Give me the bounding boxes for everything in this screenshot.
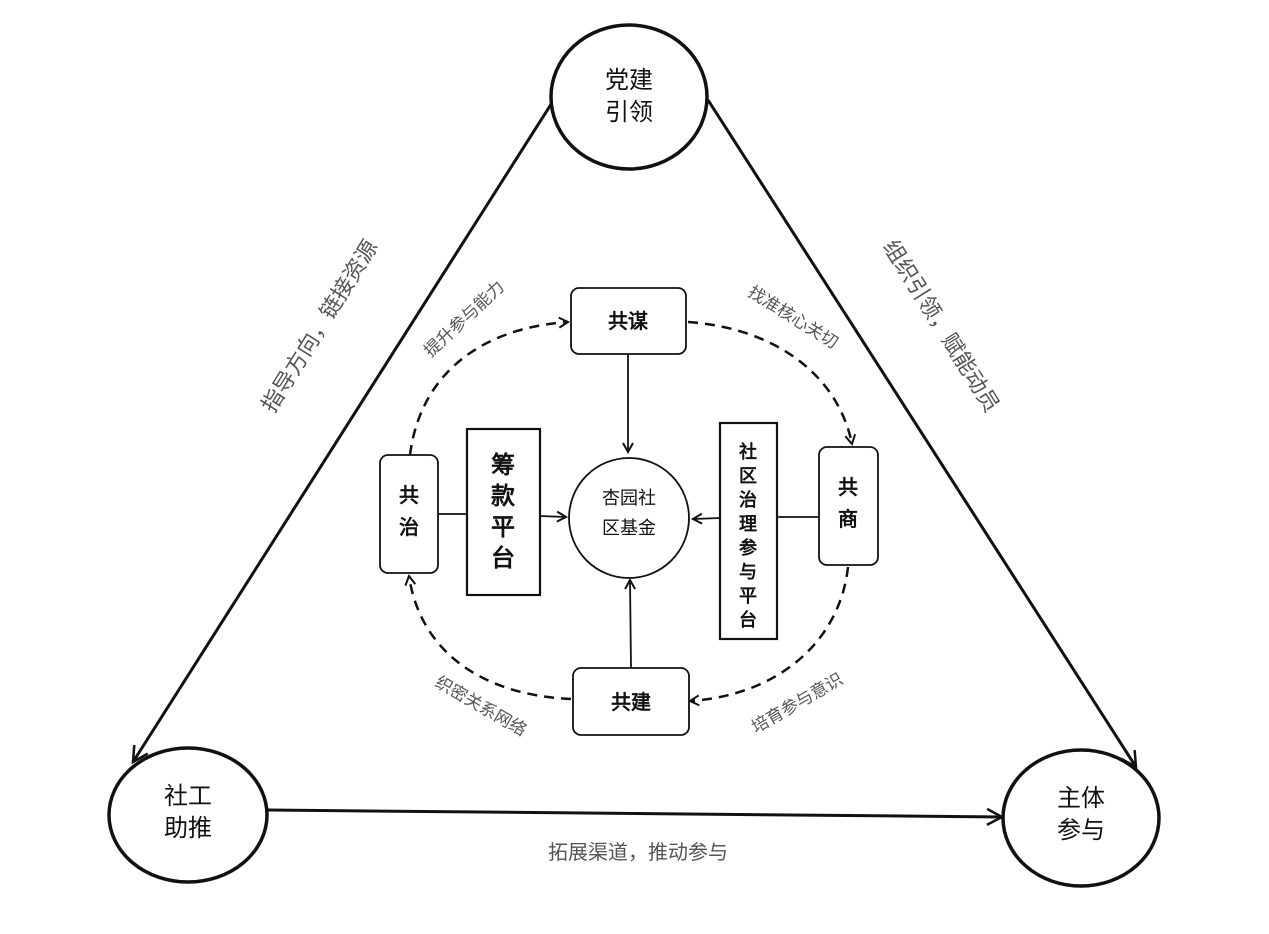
link-chou-to-center bbox=[539, 516, 566, 517]
governance-char8: 台 bbox=[739, 609, 757, 631]
link-jian-to-center bbox=[630, 580, 631, 669]
fundraising-char3: 平 bbox=[491, 513, 515, 541]
arc-label-bottom-left: 织密关系网络 bbox=[431, 673, 529, 741]
edge-label-right: 组织引领，赋能动员 bbox=[877, 236, 1003, 417]
node-gong-zhi: 共 治 bbox=[379, 454, 439, 574]
arc-zhi-to-mou bbox=[408, 322, 568, 456]
arc-shang-to-jian bbox=[690, 566, 850, 701]
node-gong-mou-label: 共谋 bbox=[608, 309, 649, 333]
edge-top-to-right bbox=[706, 99, 1138, 770]
governance-char1: 社 bbox=[739, 441, 757, 463]
node-community-fund: 杏园社 区基金 bbox=[568, 457, 690, 579]
node-subject-line2: 参与 bbox=[1057, 816, 1105, 844]
node-governance-platform: 社 区 治 理 参 与 平 台 bbox=[718, 421, 779, 641]
node-gong-shang-char1: 共 bbox=[838, 475, 858, 499]
arc-mou-to-shang bbox=[687, 320, 852, 444]
node-gong-zhi-char2: 治 bbox=[399, 515, 419, 539]
governance-char2: 区 bbox=[739, 466, 757, 487]
edge-left-to-right bbox=[267, 807, 1005, 826]
governance-char4: 理 bbox=[739, 514, 757, 535]
fundraising-char4: 台 bbox=[491, 544, 515, 572]
node-social-work-line2: 助推 bbox=[164, 814, 212, 842]
node-social-work: 社工 助推 bbox=[107, 746, 269, 884]
arc-label-bottom-right: 培育参与意识 bbox=[748, 670, 846, 738]
node-fundraising-platform: 筹 款 平 台 bbox=[465, 427, 542, 597]
node-gong-mou: 共谋 bbox=[570, 287, 687, 355]
governance-char3: 治 bbox=[739, 489, 757, 511]
governance-char6: 与 bbox=[739, 562, 757, 583]
fundraising-char1: 筹 bbox=[491, 451, 515, 479]
node-party-lead-line1: 党建 bbox=[605, 66, 653, 94]
node-gong-shang: 共 商 bbox=[818, 446, 879, 566]
governance-char7: 平 bbox=[739, 586, 757, 607]
arc-jian-to-zhi bbox=[409, 576, 572, 701]
node-subject-line1: 主体 bbox=[1057, 784, 1105, 812]
node-gong-jian: 共建 bbox=[572, 667, 690, 736]
node-party-lead-line2: 引领 bbox=[605, 98, 653, 126]
node-party-lead: 党建 引领 bbox=[549, 23, 709, 171]
edge-label-left: 指导方向，链接资源 bbox=[257, 236, 383, 417]
node-community-fund-line1: 杏园社 bbox=[602, 488, 656, 509]
node-community-fund-line2: 区基金 bbox=[602, 518, 656, 539]
node-social-work-line1: 社工 bbox=[164, 782, 212, 810]
node-gong-zhi-char1: 共 bbox=[399, 483, 419, 507]
node-gong-shang-char2: 商 bbox=[838, 507, 858, 531]
arc-label-top-right: 找准核心关切 bbox=[744, 282, 841, 353]
governance-char5: 参 bbox=[739, 537, 758, 559]
edge-label-bottom: 拓展渠道，推动参与 bbox=[548, 840, 728, 864]
edge-top-to-left bbox=[131, 97, 557, 765]
node-gong-jian-label: 共建 bbox=[611, 690, 651, 714]
node-subject: 主体 参与 bbox=[1001, 748, 1161, 888]
link-shequ-to-center bbox=[693, 518, 721, 519]
fundraising-char2: 款 bbox=[491, 482, 516, 510]
